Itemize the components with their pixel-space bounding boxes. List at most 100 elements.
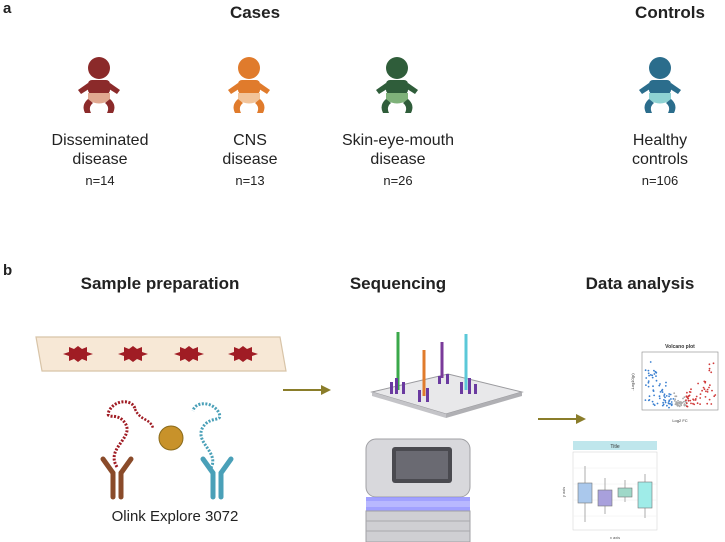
volcano-point [673,392,676,395]
volcano-point [690,388,692,391]
volcano-point [644,399,647,401]
volcano-point [686,405,689,408]
volcano-point [699,397,702,399]
volcano-point [699,403,701,405]
sequencer-icon [365,438,471,542]
volcano-point [661,391,664,393]
volcano-point [648,374,650,377]
volcano-point [664,399,667,402]
step-title-sample-preparation: Sample preparation [80,274,240,293]
boxplot-xlabel: x axis [610,535,620,540]
volcano-point [644,369,647,372]
volcano-point [653,394,655,397]
controls-heading: Controls [635,3,705,22]
volcano-point [694,398,697,400]
volcano-point [647,380,650,382]
cases-heading: Cases [229,3,281,22]
volcano-point [664,401,667,404]
baby-icon [78,57,120,113]
volcano-point [658,395,661,398]
volcano-ylabel: -Log10(p) [630,373,635,391]
sample-plate-icon [35,336,287,372]
volcano-point [710,403,713,405]
volcano-point [703,380,706,383]
volcano-point [692,399,695,401]
volcano-point [685,402,688,405]
group-label-line2: disease [370,151,426,168]
volcano-plot-thumbnail: Volcano plot Log2 FC -Log10(p) [630,344,719,423]
group-label-disseminated: Disseminated disease [30,131,170,169]
volcano-xlabel: Log2 FC [672,418,687,423]
volcano-point [675,401,678,403]
arrow-right-icon [283,385,331,395]
volcano-point [660,389,663,392]
group-label-line2: controls [631,151,689,168]
volcano-point [703,388,706,391]
volcano-point [690,402,692,405]
volcano-point [651,374,654,377]
volcano-point [670,398,672,400]
volcano-point [708,363,711,366]
volcano-point [689,391,692,393]
volcano-point [674,395,677,398]
volcano-point [668,406,670,409]
group-count: n=26 [383,173,413,188]
volcano-point [658,397,661,400]
group-count: n=14 [85,173,115,188]
volcano-point [668,393,671,395]
olink-label: Olink Explore 3072 [111,508,239,525]
volcano-point [652,385,654,388]
volcano-point [672,398,675,400]
volcano-title: Volcano plot [665,344,695,350]
volcano-point [668,399,671,402]
volcano-point [711,389,713,392]
group-label-line1: Disseminated [51,132,149,149]
volcano-point [659,383,661,385]
volcano-point [653,404,656,407]
volcano-point [647,381,650,384]
baby-icon [376,57,418,113]
volcano-point [708,386,710,389]
boxplot-ylabel: y axis [561,487,566,497]
volcano-point [664,396,666,399]
volcano-point [682,400,685,403]
group-label-line2: disease [72,151,128,168]
step-title-data-analysis: Data analysis [585,274,695,293]
volcano-point [665,395,668,397]
volcano-point [674,398,677,401]
volcano-point [647,399,650,402]
volcano-point [649,374,652,376]
volcano-point [664,385,667,387]
volcano-point [645,377,648,379]
volcano-point [682,397,684,400]
group-label-cns: CNS disease [180,131,320,169]
volcano-point [663,393,666,396]
volcano-point [647,385,650,388]
group-label-line2: disease [222,151,278,168]
volcano-point [681,402,683,404]
volcano-point [696,402,699,405]
volcano-point [653,369,655,372]
volcano-point [713,395,716,398]
arrow-right-icon [538,414,586,424]
sequencing-chip-icon [370,332,524,418]
volcano-point [678,402,681,405]
volcano-point [651,376,654,379]
volcano-point [704,396,707,398]
group-count: n=106 [641,173,679,188]
step-title-sequencing: Sequencing [349,274,447,293]
volcano-point [652,403,655,405]
volcano-point [651,400,654,403]
volcano-point [710,371,713,374]
panel-letter-b: b [3,262,13,279]
volcano-point [665,381,667,384]
volcano-point [714,394,717,396]
volcano-point [689,399,692,402]
volcano-point [658,384,661,387]
group-count: n=13 [235,173,265,188]
volcano-point [669,393,672,396]
boxplot-thumbnail: Title x axis y axis [561,441,658,540]
volcano-point [702,386,705,389]
baby-icon [228,57,270,113]
volcano-point [670,401,673,403]
